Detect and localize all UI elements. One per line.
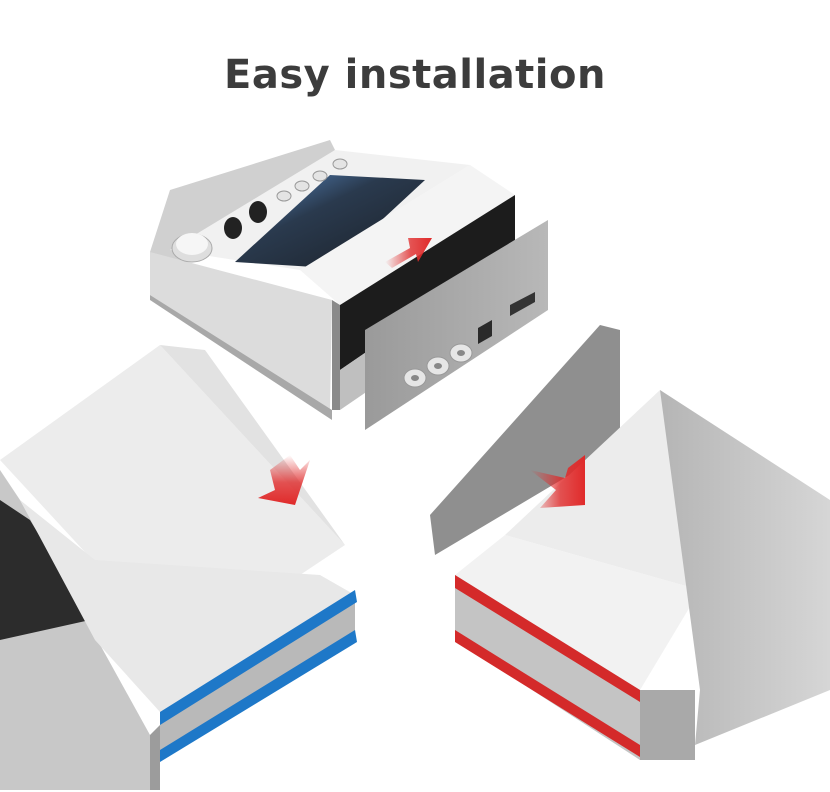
left-enclosure (0, 345, 357, 790)
insert-arrow-icon (385, 238, 432, 268)
side-panel-arrow-icon (530, 455, 585, 508)
page-title: Easy installation (224, 52, 606, 98)
right-enclosure (430, 325, 830, 760)
knob-large-icon (171, 233, 213, 263)
control-buttons (276, 158, 348, 202)
lid-arrow-icon (258, 455, 310, 505)
cable-gland-icon (403, 343, 473, 388)
knob-small-icon (224, 201, 267, 239)
rear-panel (365, 220, 548, 430)
